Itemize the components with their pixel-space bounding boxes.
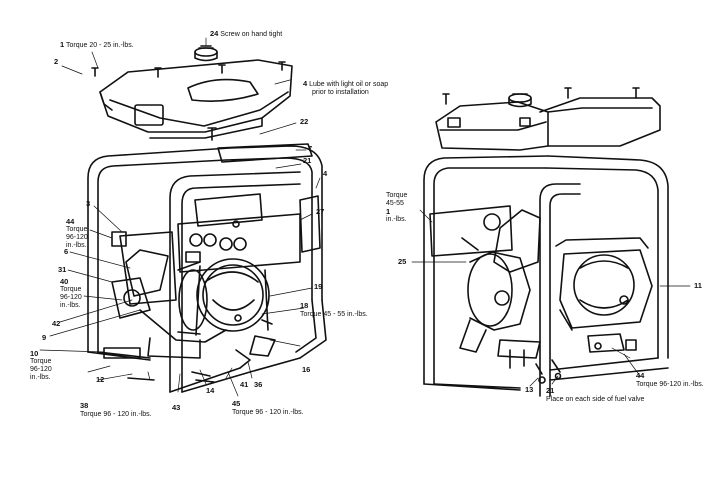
callout-10: 10 Torque 96-120 in.-lbs. xyxy=(30,349,52,382)
right-fuel-cap xyxy=(442,87,640,108)
callout-18: 18 Torque 45 - 55 in.-lbs. xyxy=(300,301,368,319)
callout-25: 25 xyxy=(398,257,407,266)
right-engine xyxy=(429,205,541,353)
right-frame xyxy=(423,155,669,397)
right-engine-cover xyxy=(555,237,653,331)
left-top-panel xyxy=(217,143,313,163)
left-engine xyxy=(103,231,276,383)
callout-2: 2 xyxy=(54,57,59,66)
callout-6: 6 xyxy=(64,247,69,256)
callout-9: 9 xyxy=(42,333,47,342)
left-tank-screws xyxy=(91,61,286,141)
left-frame xyxy=(87,145,327,393)
callout-1: 1 Torque 20 - 25 in.-lbs. xyxy=(60,40,134,50)
callout-12: 12 xyxy=(96,375,105,384)
callout-11: 11 xyxy=(694,281,702,290)
left-generator-assembly xyxy=(39,37,327,397)
left-fuel-tank xyxy=(99,59,293,139)
callout-7: 7 xyxy=(308,144,313,153)
right-base-parts xyxy=(497,333,637,384)
callout-27: 27 xyxy=(316,207,325,216)
callout-16: 16 xyxy=(302,365,311,374)
left-alternator xyxy=(177,258,270,336)
callout-13: 13 xyxy=(525,385,534,394)
right-leader-lines xyxy=(411,209,691,387)
callout-40: 40 Torque 96-120 in.-lbs. xyxy=(60,277,82,310)
left-side-plate xyxy=(299,195,321,253)
callout-4-lube: 4 Lube with light oil or soap prior to i… xyxy=(303,79,389,97)
right-fuel-tank xyxy=(435,97,661,151)
callout-21-left: 21 xyxy=(303,156,312,165)
callout-14: 14 xyxy=(206,386,215,395)
callout-21-right: 21 Place on each side of fuel valve xyxy=(546,386,645,404)
callout-38: 38 Torque 96 - 120 in.-lbs. xyxy=(80,401,152,419)
callout-31: 31 xyxy=(58,265,67,274)
callout-42: 42 xyxy=(52,319,61,328)
left-control-panel xyxy=(177,193,301,273)
callout-41: 41 xyxy=(240,380,249,389)
callout-1-right: Torque 45-55 1 in.-lbs. xyxy=(386,192,408,223)
left-leader-lines xyxy=(39,37,321,397)
right-generator-assembly xyxy=(411,87,691,397)
callout-43: 43 xyxy=(172,403,181,412)
callout-44-left: 44 Torque 96-120 in.-lbs. xyxy=(66,217,88,250)
callout-44-right: 44 Torque 96-120 in.-lbs. xyxy=(636,371,704,389)
callout-24: 24 Screw on hand tight xyxy=(210,29,283,39)
callout-22: 22 xyxy=(300,117,309,126)
callout-36: 36 xyxy=(254,380,263,389)
callout-45: 45 Torque 96 - 120 in.-lbs. xyxy=(232,399,304,417)
callout-19: 19 xyxy=(314,282,323,291)
callout-4-frame: 4 xyxy=(323,169,328,178)
callout-3: 3 xyxy=(86,199,91,208)
